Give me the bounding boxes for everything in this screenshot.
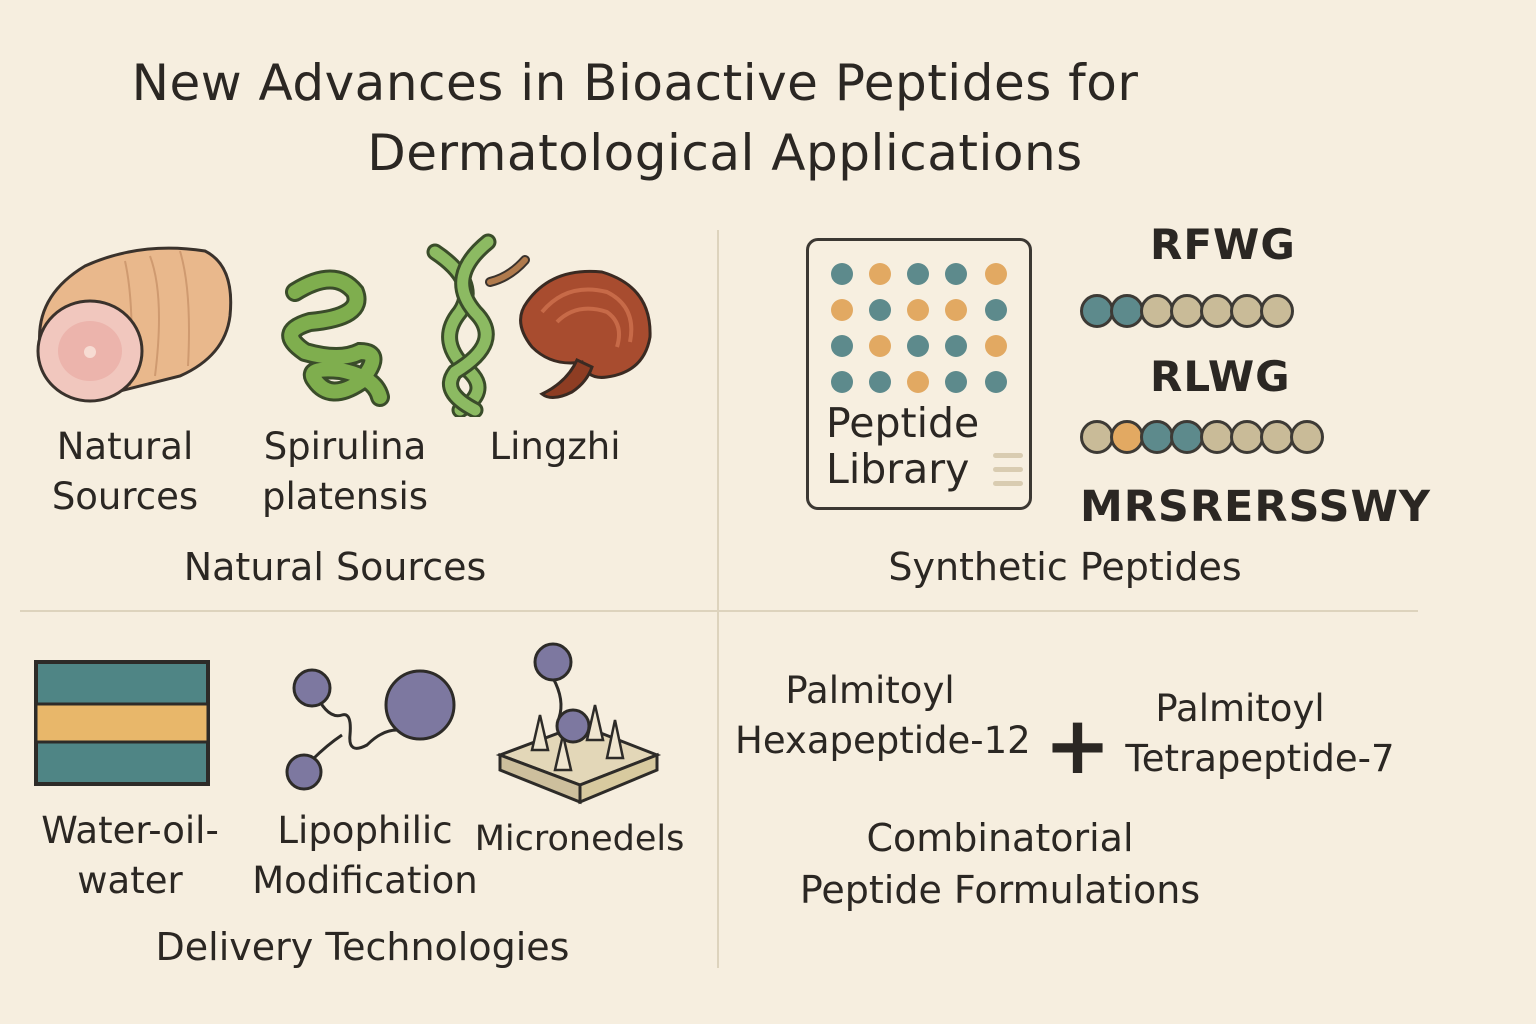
natural-item-label: Natural Sources [40,422,210,522]
spirulina-label-line-2: platensis [262,475,428,518]
water-oil-water-layers-icon [34,660,210,790]
plus-icon: + [1044,699,1112,792]
title-line-1: New Advances in Bioactive Peptides for [131,54,1139,112]
library-dot [869,299,891,321]
bead [1110,420,1144,454]
combo-section-line-2: Peptide Formulations [799,868,1201,912]
lipophilic-label: Lipophilic Modification [240,806,490,906]
bead [1200,294,1234,328]
library-dot [869,263,891,285]
bead [1200,420,1234,454]
palmitoyl-tetrapeptide-7: Palmitoyl Tetrapeptide-7 [1120,684,1400,784]
library-dot [945,263,967,285]
library-dot [945,371,967,393]
lingzhi-mushroom-icon [512,262,657,411]
combo-right-line-2: Tetrapeptide-7 [1125,737,1395,780]
natural-label-line-2: Sources [51,475,199,518]
sequence-mrsrerssswy: MRSRERSSWY [1080,482,1432,532]
bead [1230,420,1264,454]
title-line-2: Dermatological Applications [367,124,1083,182]
combinatorial-section-label: Combinatorial Peptide Formulations [780,812,1220,916]
library-dot [831,263,853,285]
palmitoyl-hexapeptide-12: Palmitoyl Hexapeptide-12 [735,666,1031,766]
peptide-chain-rfwg [1080,294,1294,328]
peptide-library-label: Peptide Library [826,400,979,492]
spirulina-icon [270,262,400,416]
bead [1170,420,1204,454]
bead [1170,294,1204,328]
combo-left-line-2: Hexapeptide-12 [735,719,1031,762]
lingzhi-label-line-1: Lingzhi [489,425,621,468]
combo-right-line-1: Palmitoyl [1155,687,1325,730]
library-dot [907,299,929,321]
lipo-label-line-2: Modification [252,859,478,902]
library-dot [869,335,891,357]
library-dot [869,371,891,393]
natural-label-line-1: Natural [56,425,194,468]
library-dot [831,335,853,357]
library-dot [985,371,1007,393]
library-dot [831,299,853,321]
page-title: New Advances in Bioactive Peptides for D… [90,48,1290,188]
vertical-divider [717,230,719,968]
bead [1140,294,1174,328]
lingzhi-label: Lingzhi [470,422,640,472]
library-label-line-2: Library [826,445,970,493]
library-dot [831,371,853,393]
library-dot [985,299,1007,321]
library-dot [985,335,1007,357]
spirulina-label-line-1: Spirulina [263,425,427,468]
bead [1260,294,1294,328]
wow-label-line-2: water [77,859,183,902]
library-dot [907,335,929,357]
bead [1230,294,1264,328]
bead [1290,420,1324,454]
natural-section-label: Natural Sources [183,545,487,589]
spirulina-label: Spirulina platensis [250,422,440,522]
sequence-rlwg: RLWG [1150,352,1291,401]
library-dot [985,263,1007,285]
bead [1260,420,1294,454]
microneedle-patch-icon [495,640,665,814]
water-oil-water-label: Water-oil- water [20,806,240,906]
horizontal-divider [20,610,1418,612]
lipo-label-line-1: Lipophilic [277,809,453,852]
combo-left-line-1: Palmitoyl [785,669,955,712]
synthetic-section-label: Synthetic Peptides [888,545,1242,589]
meat-tissue-icon [30,236,240,410]
library-dot [907,371,929,393]
sequence-rfwg: RFWG [1150,220,1296,269]
delivery-section-label: Delivery Technologies [155,925,570,969]
bead [1140,420,1174,454]
bead [1110,294,1144,328]
combo-section-line-1: Combinatorial [866,816,1134,860]
bead [1080,294,1114,328]
library-dot [907,263,929,285]
helix-icon [420,232,535,421]
library-dot [945,335,967,357]
peptide-chain-rlwg [1080,420,1324,454]
peptide-library-card [806,238,1032,510]
wow-label-line-1: Water-oil- [41,809,219,852]
lipophilic-molecule-icon [282,660,462,799]
microneedles-label: Micronedels [472,814,687,864]
bead [1080,420,1114,454]
library-dot [945,299,967,321]
micro-label-line-1: Micronedels [474,819,685,859]
list-lines-icon [991,451,1025,495]
library-label-line-1: Peptide [826,399,980,447]
